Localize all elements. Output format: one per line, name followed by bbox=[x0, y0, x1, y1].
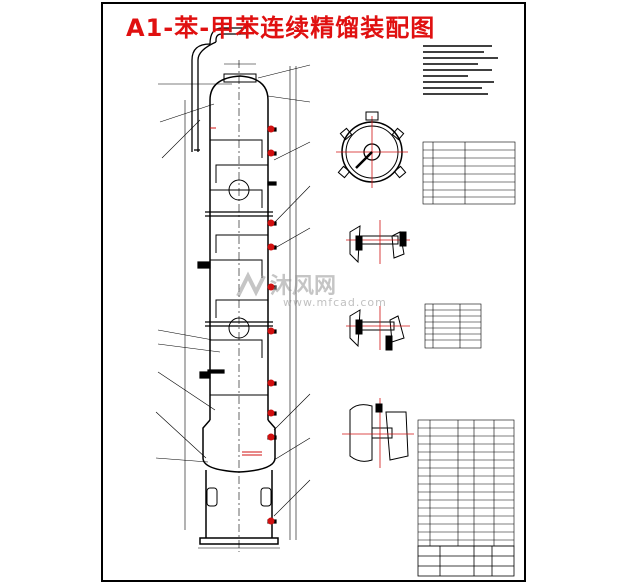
top-view-section bbox=[336, 111, 408, 188]
drawing-title: A1-苯-甲苯连续精馏装配图 bbox=[126, 14, 436, 42]
trays bbox=[205, 139, 273, 396]
title-block bbox=[417, 545, 515, 577]
distillation-column bbox=[199, 60, 279, 552]
detail-view-2 bbox=[346, 306, 410, 351]
watermark-brand: 沐风网 bbox=[270, 274, 337, 299]
detail-view-3 bbox=[342, 398, 414, 468]
leader-lines bbox=[155, 64, 311, 517]
parts-list-table bbox=[417, 419, 515, 547]
drawing-frame bbox=[101, 2, 526, 582]
manholes bbox=[228, 179, 250, 339]
technical-notes bbox=[423, 45, 498, 95]
watermark-url: www.mfcad.com bbox=[283, 296, 387, 309]
design-data-table bbox=[422, 141, 516, 205]
dimension-lines bbox=[184, 63, 297, 549]
vapor-outlet-pipe bbox=[191, 27, 246, 152]
detail-view-1 bbox=[346, 220, 410, 264]
watermark-logo bbox=[236, 271, 266, 297]
nozzle-table bbox=[424, 303, 482, 349]
red-highlights bbox=[210, 125, 275, 525]
